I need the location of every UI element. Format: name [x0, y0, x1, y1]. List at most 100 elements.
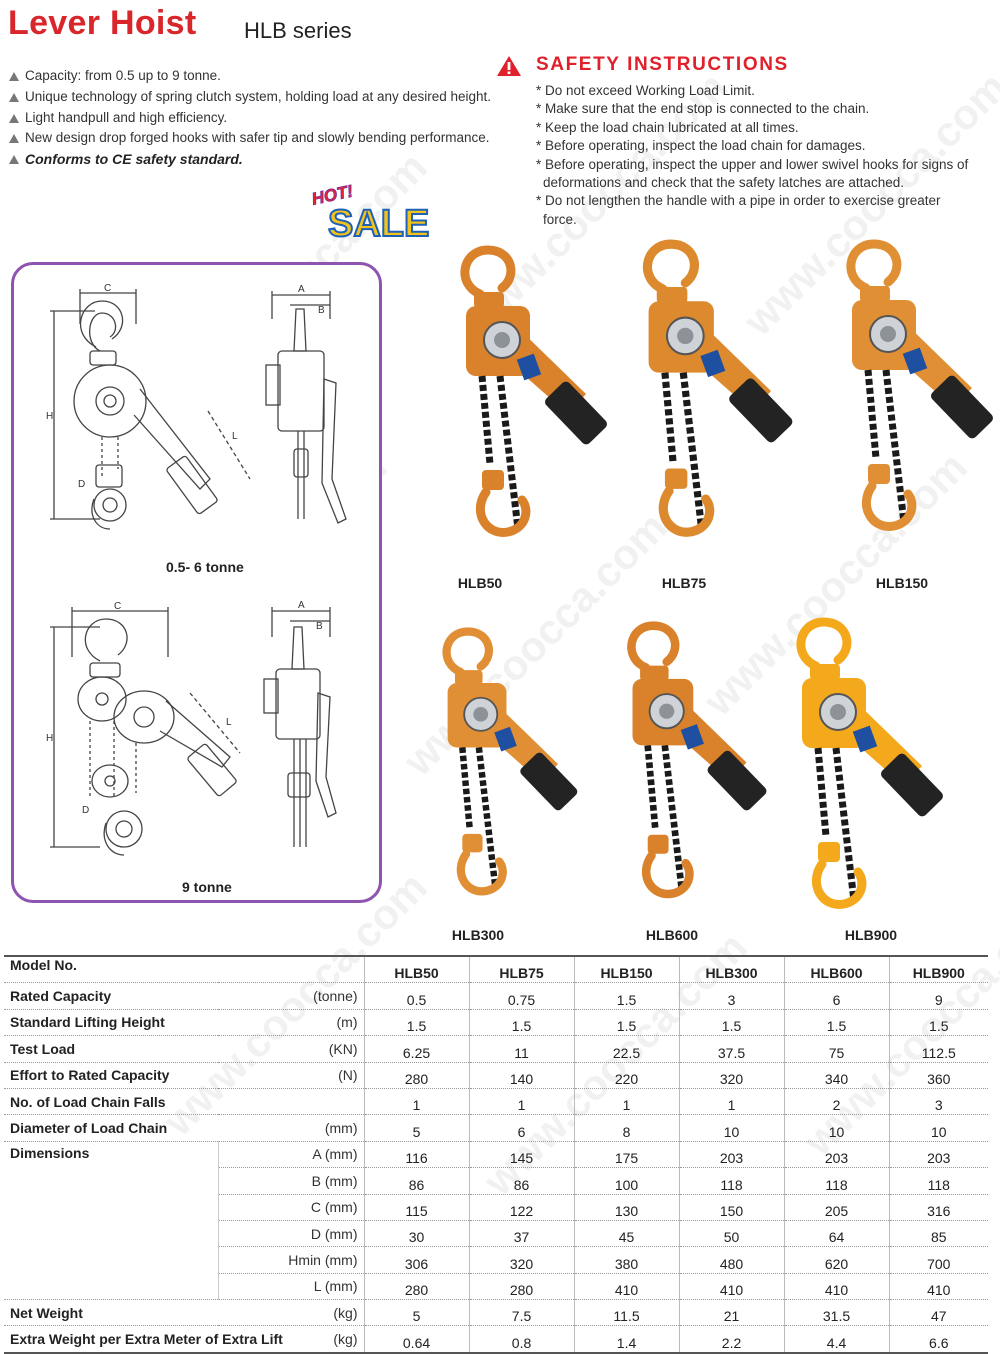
value-cell: 4.4: [783, 1325, 890, 1354]
value-cell: 1.5: [573, 982, 680, 1010]
dimension-unit: A (mm): [218, 1141, 365, 1169]
value-cell: 6: [468, 1114, 575, 1142]
row-label: Standard Lifting Height: [4, 1009, 218, 1037]
safety-item: * Do not exceed Working Load Limit.: [536, 83, 755, 98]
row-label: Extra Weight per Extra Meter of Extra Li…: [4, 1325, 283, 1354]
feature-item: New design drop forged hooks with safer …: [8, 128, 490, 149]
safety-item: * Do not lengthen the handle with a pipe…: [536, 193, 941, 227]
dimension-unit: D (mm): [218, 1220, 365, 1248]
dim-label-a: A: [298, 600, 305, 611]
value-cell: 100: [573, 1167, 680, 1195]
value-cell: 116: [363, 1141, 470, 1169]
value-cell: 10: [888, 1114, 989, 1142]
safety-item: * Before operating, inspect the load cha…: [536, 138, 866, 154]
value-cell: 1.5: [573, 1009, 680, 1037]
value-cell: 9: [888, 982, 989, 1010]
value-cell: 480: [678, 1246, 785, 1274]
diagram-caption-top: 0.5- 6 tonne: [166, 559, 244, 575]
feature-item-ce: Conforms to CE safety standard.: [8, 149, 488, 170]
top-hook-shape: [79, 300, 124, 348]
value-cell: 0.64: [363, 1325, 470, 1354]
safety-item: * Make sure that the end stop is connect…: [536, 101, 870, 117]
value-cell: 280: [468, 1273, 575, 1301]
header-model-label: Model No.: [4, 955, 365, 984]
value-cell: 320: [468, 1246, 575, 1274]
value-cell: 360: [888, 1062, 989, 1089]
value-cell: 85: [888, 1220, 989, 1248]
row-unit: (KN): [218, 1035, 365, 1063]
product-photo-hlb75: [642, 239, 793, 537]
dimension-unit: C (mm): [218, 1194, 365, 1221]
safety-title: SAFETY INSTRUCTIONS: [536, 54, 789, 75]
value-cell: 86: [468, 1167, 575, 1195]
value-cell: 0.5: [363, 982, 470, 1010]
header-model-cell: HLB900: [888, 955, 989, 984]
dim-label-b: B: [316, 621, 323, 632]
value-cell: 410: [573, 1273, 680, 1301]
value-cell: 1.5: [783, 1009, 890, 1037]
value-cell: 316: [888, 1194, 989, 1221]
value-cell: 1: [573, 1088, 680, 1116]
hoist-body-shape: [113, 690, 175, 744]
value-cell: 21: [678, 1299, 785, 1327]
product-label: HLB900: [844, 927, 898, 943]
dim-label-a: A: [298, 284, 305, 295]
row-unit: (tonne): [218, 982, 365, 1010]
product-photo-hlb50: [460, 245, 607, 537]
value-cell: 6.6: [888, 1325, 989, 1354]
product-label: HLB150: [875, 575, 929, 591]
dim-label-d: D: [82, 805, 89, 816]
value-cell: 140: [468, 1062, 575, 1089]
value-cell: 1: [363, 1088, 470, 1116]
row-unit: (m): [218, 1009, 365, 1037]
row-label: Effort to Rated Capacity: [4, 1062, 218, 1089]
value-cell: 2.2: [678, 1325, 785, 1354]
header-model-cell: HLB75: [468, 955, 575, 984]
badge-sale-text: SALE: [328, 203, 429, 245]
product-photo-hlb600: [627, 621, 767, 899]
table-row: Extra Weight per Extra Meter of Extra Li…: [4, 1325, 989, 1354]
row-label: Test Load: [4, 1035, 218, 1063]
value-cell: 50: [678, 1220, 785, 1248]
value-cell: 203: [783, 1141, 890, 1169]
value-cell: 620: [783, 1246, 890, 1274]
value-cell: 1.5: [888, 1009, 989, 1037]
header-model-cell: HLB50: [363, 955, 470, 984]
value-cell: 5: [363, 1114, 470, 1142]
diagram-0-5-6-tonne: C H L D A B: [46, 283, 347, 530]
value-cell: 118: [678, 1167, 785, 1195]
value-cell: 11: [468, 1035, 575, 1063]
row-label: Net Weight: [4, 1299, 218, 1327]
value-cell: 1: [678, 1088, 785, 1116]
row-label: Rated Capacity: [4, 982, 218, 1010]
safety-item: * Before operating, inspect the upper an…: [536, 156, 969, 191]
value-cell: 31.5: [783, 1299, 890, 1327]
value-cell: 340: [783, 1062, 890, 1089]
product-label: HLB50: [457, 575, 503, 591]
value-cell: 6: [783, 982, 890, 1010]
value-cell: 203: [678, 1141, 785, 1169]
value-cell: 0.75: [468, 982, 575, 1010]
value-cell: 220: [573, 1062, 680, 1089]
safety-list: * Do not exceed Working Load Limit. * Ma…: [536, 82, 976, 229]
dim-label-h: H: [46, 411, 53, 422]
header-model-cell: HLB300: [678, 955, 785, 984]
value-cell: 410: [678, 1273, 785, 1301]
value-cell: 10: [678, 1114, 785, 1142]
value-cell: 10: [783, 1114, 890, 1142]
value-cell: 150: [678, 1194, 785, 1221]
safety-item: * Keep the load chain lubricated at all …: [536, 119, 799, 135]
header-model-cell: HLB600: [783, 955, 890, 984]
value-cell: 205: [783, 1194, 890, 1221]
value-cell: 280: [363, 1062, 470, 1089]
value-cell: 700: [888, 1246, 989, 1274]
